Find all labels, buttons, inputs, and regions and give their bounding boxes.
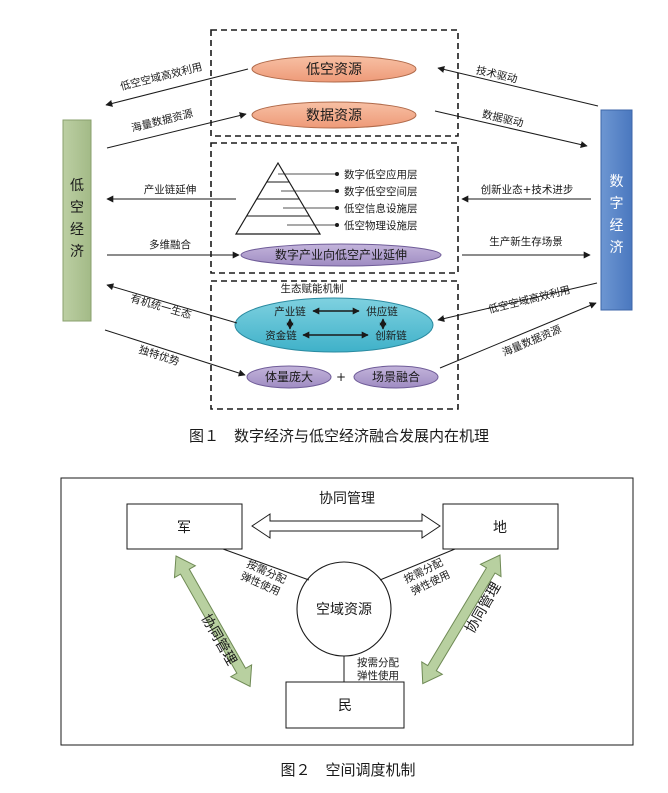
arrow-unique-advantage — [104, 329, 246, 377]
layer-pyramid — [234, 161, 339, 235]
figure-2-caption: 图２ 空间调度机制 — [280, 761, 415, 779]
arrow-organic-ecology — [106, 283, 238, 324]
ecosystem-title: 生态赋能机制 — [281, 282, 344, 295]
arrow-data-drive — [434, 110, 588, 148]
low-altitude-resource-label: 低空资源 — [306, 62, 362, 78]
chain-supply: 供应链 — [366, 305, 398, 318]
allocation-line-local — [379, 548, 456, 581]
industry-extension-ellipse — [240, 243, 442, 267]
civil-box — [285, 681, 405, 729]
size-ellipse — [246, 365, 332, 389]
label-organic-ecology: 有机统一生态 — [129, 292, 194, 322]
digital-economy-label: 数字经济 — [610, 174, 624, 256]
layer-label-application: 数字低空应用层 — [344, 168, 418, 181]
dashed-box-layers — [210, 142, 459, 274]
ecosystem-ellipse — [234, 297, 434, 353]
dashed-box-resources — [210, 29, 459, 137]
coordination-arrow-right — [421, 554, 502, 685]
arrow-mass-data-right — [439, 302, 597, 369]
layer-label-info-infra: 低空信息设施层 — [344, 202, 418, 215]
label-mass-data-right: 海量数据资源 — [500, 322, 564, 359]
label-mass-data-left: 海量数据资源 — [130, 107, 195, 135]
figure-2: 军 地 民 空域资源 协同管理 协同管理 协同管理 按需分配 弹性使用 按需分配… — [60, 477, 634, 779]
chain-innovation: 创新链 — [375, 329, 407, 342]
local-label: 地 — [493, 520, 507, 536]
label-airspace-use-right: 低空空域高效利用 — [487, 283, 572, 316]
local-box — [442, 503, 559, 550]
figure-1: 低空经济 数字经济 低空资源 数据资源 数字低空应用层 数字低空空间层 低空信息… — [62, 29, 633, 445]
coordination-arrow-left — [173, 555, 253, 688]
allocation-civil-line2: 弹性使用 — [357, 669, 399, 682]
dashed-box-ecosystem — [210, 280, 459, 410]
industry-extension-label: 数字产业向低空产业延伸 — [275, 247, 407, 262]
chain-capital: 资金链 — [265, 329, 297, 342]
low-altitude-resource-ellipse — [251, 55, 417, 83]
scene-label: 场景融合 — [372, 369, 420, 384]
plus-sign: + — [336, 370, 346, 384]
label-multi-fusion: 多维融合 — [149, 238, 191, 251]
allocation-line-military — [222, 548, 310, 581]
scene-ellipse — [353, 365, 439, 389]
arrow-tech-drive — [437, 66, 599, 107]
military-box — [126, 503, 243, 550]
digital-economy-box — [600, 109, 633, 311]
label-unique-advantage: 独特优势 — [137, 343, 181, 368]
arrow-airspace-use-left — [105, 68, 249, 107]
label-new-scenes: 生产新生存场景 — [489, 235, 563, 248]
arrow-airspace-use-right — [437, 282, 598, 322]
low-altitude-economy-label: 低空经济 — [70, 178, 84, 260]
civil-label: 民 — [338, 698, 352, 714]
allocation-civil-line1: 按需分配 — [357, 656, 399, 669]
figure-1-caption: 图１ 数字经济与低空经济融合发展内在机理 — [189, 427, 489, 445]
coordination-label-top: 协同管理 — [319, 491, 375, 507]
coordination-arrow-top — [251, 513, 441, 539]
arrow-mass-data-left — [106, 112, 247, 149]
airspace-resource-label: 空域资源 — [316, 602, 372, 618]
chain-industry: 产业链 — [274, 305, 306, 318]
label-airspace-use-left: 低空空域高效利用 — [119, 60, 204, 93]
layer-label-physical-infra: 低空物理设施层 — [344, 219, 418, 232]
layer-label-space: 数字低空空间层 — [344, 185, 418, 198]
low-altitude-economy-box — [62, 119, 92, 322]
label-innovation-tech: 创新业态+技术进步 — [481, 183, 574, 196]
figure-2-frame — [60, 477, 634, 746]
data-resource-ellipse — [251, 101, 417, 129]
military-label: 军 — [177, 520, 191, 536]
label-industry-chain: 产业链延伸 — [144, 183, 197, 196]
size-label: 体量庞大 — [265, 369, 313, 384]
data-resource-label: 数据资源 — [306, 108, 362, 124]
